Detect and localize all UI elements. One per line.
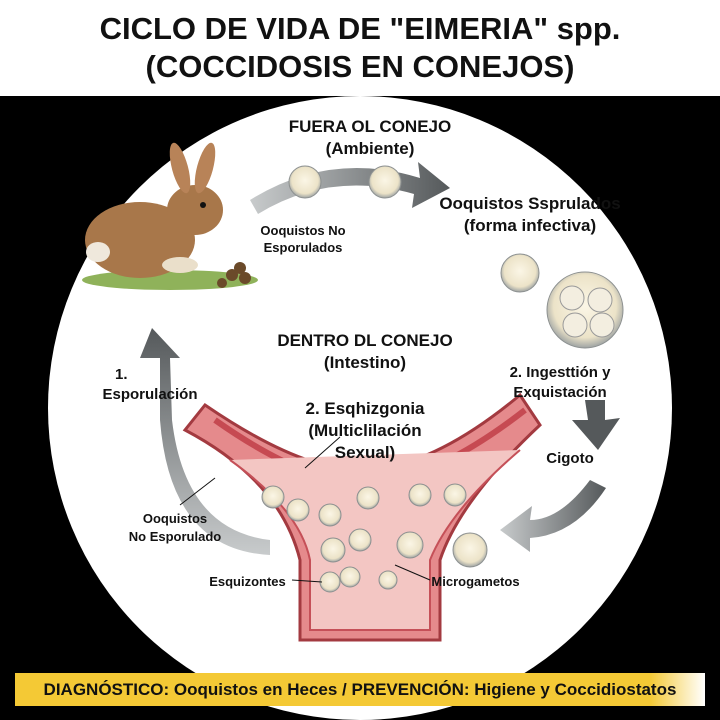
arrow-zygote xyxy=(500,480,606,552)
oocyst-unsporulated xyxy=(288,165,402,199)
label-text: Ooquistos Ssprulados xyxy=(439,194,621,213)
label-unsporulated-left: Ooquistos No Esporulado xyxy=(120,510,230,546)
label-text: Sexual) xyxy=(334,443,396,462)
label-text: 2. Ingesttión y xyxy=(509,364,611,381)
intestine-illustration xyxy=(179,392,542,642)
arrow-outside xyxy=(250,162,450,214)
label-schizogony: 2. Esqhizgonia (Multiclilación Sexual) xyxy=(290,398,440,464)
white-circle xyxy=(48,96,672,720)
label-text: (Multiclilación xyxy=(308,421,422,440)
title-line-1: CICLO DE VIDA DE "EIMERIA" spp. xyxy=(99,11,621,46)
label-zygote: Cigoto xyxy=(546,450,594,467)
oocyst-sporulated xyxy=(500,253,624,349)
inside-heading-text: DENTRO DL CONEJO xyxy=(277,331,453,350)
rabbit-illustration xyxy=(82,142,258,290)
inside-heading: DENTRO DL CONEJO (Intestino) xyxy=(265,330,465,374)
diagnosis-prevention-banner: DIAGNÓSTICO: Ooquistos en Heces / PREVEN… xyxy=(15,673,705,706)
label-unsporulated-top: Ooquistos No Esporulados xyxy=(248,222,358,256)
label-text: 2. Esqhizgonia xyxy=(305,399,425,418)
label-sporulated: Ooquistos Ssprulados (forma infectiva) xyxy=(430,193,630,237)
label-text: Ooquistos No xyxy=(260,223,346,238)
outside-subheading-text: (Ambiente) xyxy=(325,139,415,158)
label-text: Esporulación xyxy=(102,386,198,403)
inside-subheading-text: (Intestino) xyxy=(323,353,407,372)
arrow-sporulation xyxy=(140,328,270,555)
label-sporulation: 1. Esporulación xyxy=(95,365,205,405)
page-title: CICLO DE VIDA DE "EIMERIA" spp. (COCCIDO… xyxy=(0,10,720,86)
arrow-ingestion xyxy=(572,400,620,450)
label-ingestion: 2. Ingesttión y Exquistación xyxy=(490,363,630,403)
label-text: Exquistación xyxy=(513,384,607,401)
label-microgametes: Microgametos xyxy=(431,574,520,589)
outside-heading: FUERA OL CONEJO (Ambiente) xyxy=(260,116,480,160)
label-text: Ooquistos xyxy=(142,511,208,526)
label-schizonts: Esquizontes xyxy=(209,574,286,589)
label-text: 1. xyxy=(115,366,128,383)
label-text: No Esporulado xyxy=(128,529,222,544)
label-text: Esporulados xyxy=(263,240,343,255)
outside-heading-text: FUERA OL CONEJO xyxy=(288,117,452,136)
label-text: (forma infectiva) xyxy=(463,216,597,235)
title-line-2: (COCCIDOSIS EN CONEJOS) xyxy=(145,49,575,84)
